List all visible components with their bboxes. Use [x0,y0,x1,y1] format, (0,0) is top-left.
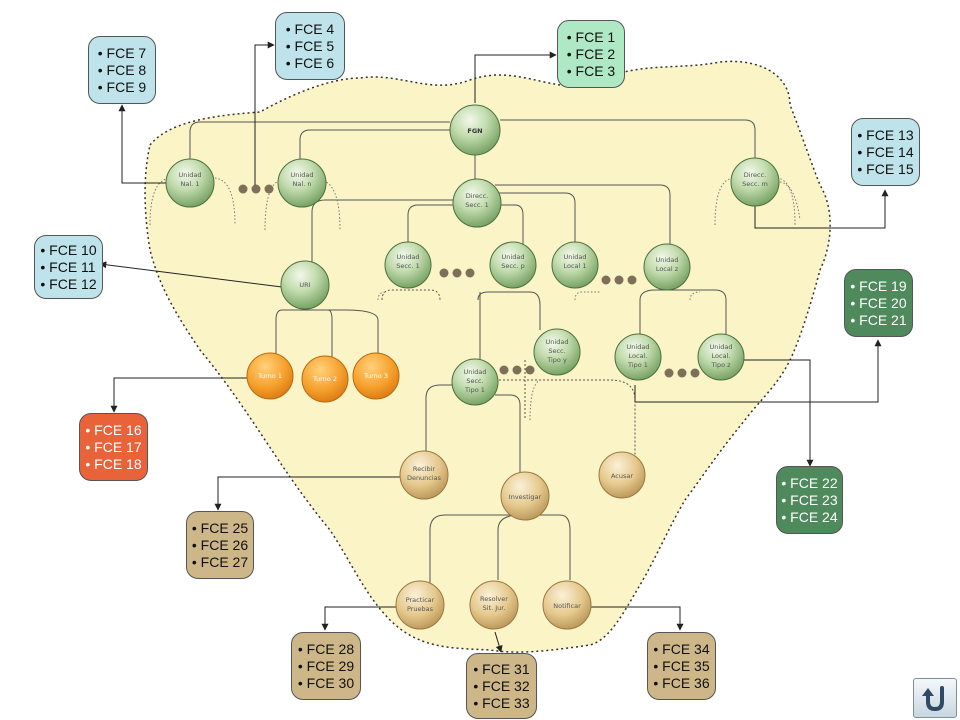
svg-text:Unidad: Unidad [656,256,679,264]
node-practicar-pruebas[interactable]: Practicar Pruebas [395,580,445,630]
svg-text:Resolver: Resolver [480,595,508,603]
svg-text:Unidad: Unidad [502,253,525,261]
node-resolver-sit-jur[interactable]: Resolver Sit. Jur. [469,580,519,630]
node-turno-1[interactable]: Turno 1 [246,352,294,400]
fce-box-31-33: FCE 31FCE 32FCE 33 [466,653,537,719]
svg-text:Recibir: Recibir [413,465,436,473]
fce-box-10-12: FCE 10FCE 11FCE 12 [34,235,103,299]
node-unidad-secc-1[interactable]: Unidad Secc. 1 [384,241,432,289]
back-button[interactable] [913,678,957,718]
svg-text:Turno 3: Turno 3 [363,372,388,380]
fce-arrows [99,41,889,653]
fce-box-7-9: FCE 7FCE 8FCE 9 [88,36,156,104]
svg-text:Unidad: Unidad [179,171,202,179]
node-fgn[interactable]: FGN [449,104,501,156]
svg-text:Local 1: Local 1 [563,262,586,270]
svg-text:Unidad: Unidad [397,253,420,261]
node-recibir-denuncias[interactable]: Recibir Denuncias [399,450,449,500]
node-turno-3[interactable]: Turno 3 [352,352,400,400]
svg-text:Nal. n: Nal. n [293,180,312,188]
svg-text:Local.: Local. [629,352,648,360]
svg-text:Denuncias: Denuncias [407,474,442,482]
svg-text:Secc. m: Secc. m [742,180,768,188]
node-unidad-secc-tipo-1[interactable]: Unidad Secc. Tipo 1 [451,358,499,406]
svg-text:Nal. 1: Nal. 1 [181,180,200,188]
node-unidad-nal-1[interactable]: Unidad Nal. 1 [165,158,215,208]
svg-text:Unidad: Unidad [627,343,650,351]
node-notificar[interactable]: Notificar [542,580,592,630]
svg-text:Unidad: Unidad [710,343,733,351]
svg-text:Sit. Jur.: Sit. Jur. [483,604,506,612]
svg-text:Pruebas: Pruebas [407,605,434,613]
node-unidad-secc-p[interactable]: Unidad Secc. p [489,241,537,289]
fce-box-28-30: FCE 28FCE 29FCE 30 [291,632,361,700]
node-unidad-local-1[interactable]: Unidad Local 1 [551,241,599,289]
svg-text:Secc. p: Secc. p [501,262,525,270]
return-arrow-icon [922,686,944,712]
node-unidad-nal-n[interactable]: Unidad Nal. n [277,158,327,208]
svg-text:URI: URI [299,281,310,289]
svg-text:Local z: Local z [656,265,679,273]
svg-text:Unidad: Unidad [546,338,569,346]
svg-text:Tipo y: Tipo y [546,356,567,364]
node-fgn-label: FGN [467,127,482,135]
svg-text:Tipo z: Tipo z [710,361,731,369]
fce-box-16-18: FCE 16FCE 17FCE 18 [79,413,148,481]
node-direcc-secc-1[interactable]: Direcc. Secc. 1 [452,178,502,228]
svg-text:Turno 1: Turno 1 [257,372,282,380]
node-uri[interactable]: URI [280,260,330,310]
fce-box-25-27: FCE 25FCE 26FCE 27 [186,511,254,579]
fce-box-19-21: FCE 19FCE 20FCE 21 [844,269,913,337]
svg-text:Secc. 1: Secc. 1 [396,262,420,270]
svg-text:Notificar: Notificar [553,602,581,610]
node-unidad-local-tipo-1[interactable]: Unidad Local. Tipo 1 [614,333,662,381]
svg-text:Investigar: Investigar [509,493,542,501]
svg-text:Unidad: Unidad [464,368,487,376]
svg-text:Tipo 1: Tipo 1 [627,361,648,369]
node-unidad-local-tipo-z[interactable]: Unidad Local. Tipo z [697,333,745,381]
svg-text:Unidad: Unidad [564,253,587,261]
svg-text:Secc. 1: Secc. 1 [465,201,489,209]
svg-text:Turno 2: Turno 2 [312,375,337,383]
fce-box-34-36: FCE 34FCE 35FCE 36 [647,632,716,700]
fce-box-1-3: FCE 1FCE 2FCE 3 [557,20,625,88]
svg-text:Acusar: Acusar [611,472,633,480]
node-turno-2[interactable]: Turno 2 [301,355,349,403]
svg-text:Tipo 1: Tipo 1 [464,386,485,394]
node-direcc-secc-m[interactable]: Direcc. Secc. m [730,157,780,207]
svg-text:Secc.: Secc. [466,377,483,385]
svg-text:Unidad: Unidad [291,171,314,179]
fce-box-22-24: FCE 22FCE 23FCE 24 [776,466,843,534]
fce-box-4-6: FCE 4FCE 5FCE 6 [275,12,345,80]
node-investigar[interactable]: Investigar [500,471,550,521]
node-unidad-secc-tipo-y[interactable]: Unidad Secc. Tipo y [533,328,581,376]
svg-text:Direcc.: Direcc. [466,192,489,200]
fce-box-13-15: FCE 13FCE 14FCE 15 [851,118,920,186]
svg-text:Local.: Local. [712,352,731,360]
organization-blob [144,60,831,653]
ellipsis-dots [238,184,700,378]
svg-text:Secc.: Secc. [548,347,565,355]
svg-text:Practicar: Practicar [406,596,435,604]
node-acusar[interactable]: Acusar [598,451,646,499]
nodes: FGN Unidad Nal. 1 Unidad Nal. n Direcc. … [165,104,780,630]
node-unidad-local-z[interactable]: Unidad Local z [643,243,691,291]
svg-text:Direcc.: Direcc. [744,171,767,179]
